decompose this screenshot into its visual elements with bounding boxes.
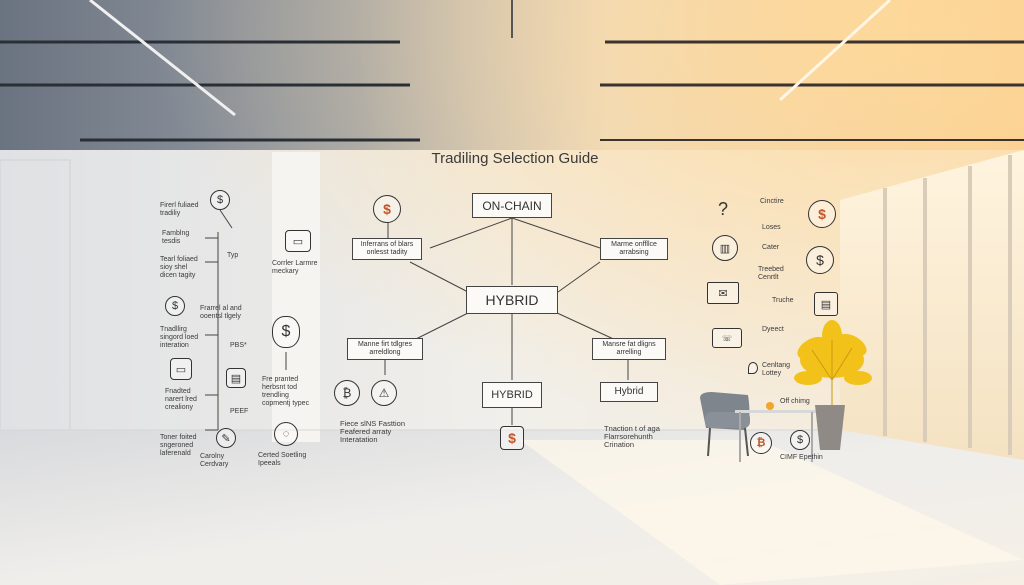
right-item: Cinctire (760, 198, 784, 205)
warning-icon: ⚠ (371, 380, 397, 406)
card-icon: ▭ (285, 230, 311, 252)
col2-item: Corrler Larmre meckary (272, 260, 318, 275)
left-caption: Fiece slNS Fasttion Feafered arraty Inte… (340, 419, 406, 444)
building-icon: ▥ (712, 235, 738, 261)
left-item: Carolny Cerdvary (200, 453, 229, 468)
coin-icon: ₿ (334, 380, 360, 406)
dollar-icon: $ (806, 246, 834, 274)
dollar-icon: $ (790, 430, 810, 450)
diagram-title: Tradiling Selection Guide (431, 150, 599, 167)
right-item: Loses (762, 224, 781, 231)
node-left-top: Inferrans of blars onlesst tadity (352, 238, 422, 260)
right-item: Truche (772, 297, 794, 304)
hybrid-lower-node: HYBRID (482, 382, 542, 408)
node-right-top: Marme onffllce arrabsing (600, 238, 668, 260)
left-item: Tnadllirg singord loed interation (160, 326, 199, 349)
envelope-icon: ✉ (707, 282, 739, 304)
dollar-icon: $ (272, 316, 300, 348)
coin-icon: ₿ (750, 432, 772, 454)
right-item: Cater (762, 244, 780, 251)
ledger-icon: ▤ (226, 368, 246, 388)
hybrid-main-node: HYBRID (466, 286, 558, 314)
node-right-mid: Mansre fat dligns arrelling (592, 338, 666, 360)
right-item: Off chimg (780, 398, 810, 405)
dollar-icon: $ (165, 296, 185, 316)
left-item: Tearl foliaed sioy shel dicen tagity (160, 256, 198, 279)
right-item: Treebed Cenrtlt (758, 266, 784, 281)
right-label: PBS* (230, 342, 247, 349)
wrench-icon: ✎ (216, 428, 236, 448)
right-item: Dyeect (762, 326, 784, 333)
col2-item: Certed Soetling Ipeeals (258, 452, 307, 467)
left-item: Toner foited sngeroned laferenald (160, 434, 197, 457)
decor-orb (766, 402, 774, 410)
left-item: Frarrel al and ooentsl tlgely (200, 305, 242, 320)
dollar-icon: $ (500, 426, 524, 450)
right-caption: Tnaction t of aga Flarrsorehunth Crinati… (604, 424, 660, 449)
phone-icon: ☏ (712, 328, 742, 348)
onchain-node: ON-CHAIN (472, 193, 552, 218)
right-item: Cenltang Lottey (762, 362, 791, 377)
left-item: Fnadted narert lred crealiony (165, 388, 197, 411)
wallet-icon: ▭ (170, 358, 192, 380)
dollar-icon: $ (808, 200, 836, 228)
dollar-icon: $ (210, 190, 230, 210)
left-item: Famblng tesdis (162, 230, 190, 245)
right-item: CIMF Epethin (780, 454, 823, 461)
dollar-icon: $ (373, 195, 401, 223)
hybrid-right-node: Hybrid (600, 382, 658, 402)
right-label: PEEF (230, 408, 249, 415)
question-icon: ? (717, 198, 728, 219)
col2-item: Fre pranted herbsnt tod trendling copmen… (262, 376, 310, 407)
left-item: Firerl fuliaed tradiliy (160, 202, 199, 217)
node-left-mid: Manne firt tdlgres arreldlong (347, 338, 423, 360)
document-icon: ▤ (814, 292, 838, 316)
chat-icon: ◌ (274, 422, 298, 446)
pin-icon (748, 362, 758, 374)
right-label: Typ (227, 252, 239, 259)
